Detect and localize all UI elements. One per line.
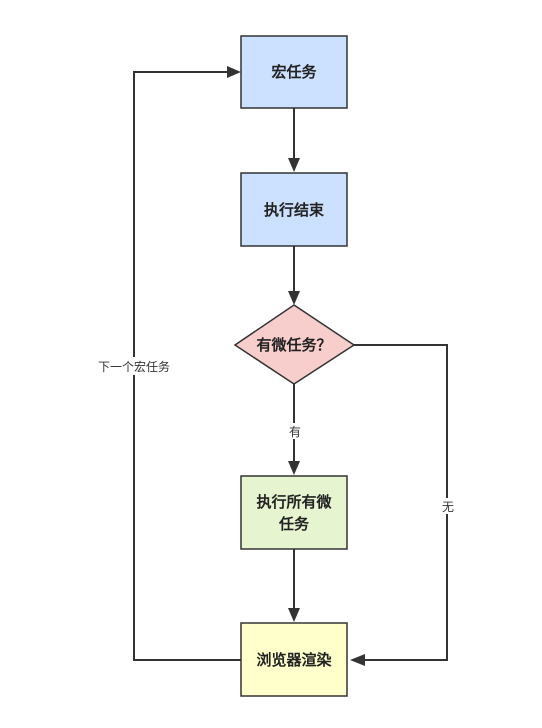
node-run-micro-tasks-box bbox=[240, 475, 348, 550]
yes-label: 有 bbox=[289, 425, 301, 439]
node-macro-task-label: 宏任务 bbox=[271, 63, 317, 81]
node-has-micro-task-label: 有微任务？ bbox=[256, 336, 331, 354]
edge-macro-to-execute bbox=[288, 108, 300, 172]
edge-render-to-macro: 下一个宏任务 bbox=[92, 66, 241, 661]
edge-decision-yes: 有 bbox=[286, 384, 304, 475]
no-label: 无 bbox=[442, 500, 454, 514]
node-browser-render-box bbox=[240, 622, 348, 697]
node-has-micro-task: 有微任务？ bbox=[233, 304, 356, 385]
node-run-micro-tasks-line2: 任务 bbox=[278, 515, 310, 533]
node-browser-render-label: 浏览器渲染 bbox=[256, 651, 332, 669]
next-macro-label: 下一个宏任务 bbox=[98, 359, 170, 374]
node-macro-task: 宏任务 bbox=[240, 35, 348, 109]
node-has-micro-task-diamond bbox=[233, 304, 356, 385]
node-execute-end-box bbox=[240, 172, 348, 247]
edge-micro-to-render bbox=[288, 549, 300, 622]
node-run-micro-tasks: 执行所有微 任务 bbox=[240, 475, 348, 550]
node-execute-end: 执行结束 bbox=[240, 172, 348, 247]
node-macro-task-box bbox=[240, 35, 348, 109]
edge-execute-to-decision bbox=[288, 246, 300, 305]
node-execute-end-label: 执行结束 bbox=[264, 201, 325, 219]
node-browser-render: 浏览器渲染 bbox=[240, 622, 348, 697]
edge-decision-no: 无 bbox=[350, 344, 456, 666]
node-run-micro-tasks-line1: 执行所有微 bbox=[256, 493, 332, 511]
